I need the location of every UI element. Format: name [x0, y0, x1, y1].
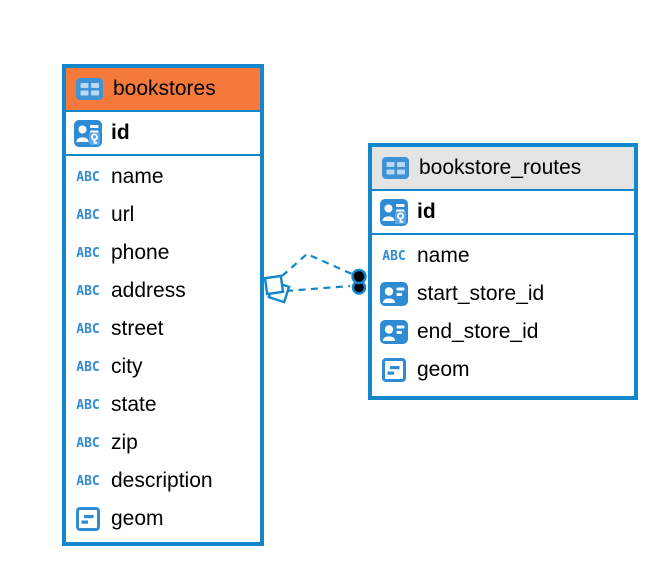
column-name: url: [111, 203, 135, 226]
column-name: street: [111, 317, 164, 340]
geometry-type-icon: [379, 358, 409, 382]
connector-source-symbol: [263, 274, 291, 304]
column-name: id: [111, 121, 130, 144]
text-type-icon: ABC: [76, 169, 100, 185]
text-type-icon: ABC: [382, 248, 406, 264]
column-row[interactable]: ABC address: [66, 272, 260, 310]
column-name: zip: [111, 431, 138, 454]
column-name: city: [111, 355, 143, 378]
table-icon: [380, 157, 410, 179]
column-name: start_store_id: [417, 282, 545, 305]
column-name: name: [111, 165, 164, 188]
column-row[interactable]: ABC description: [66, 462, 260, 500]
column-row[interactable]: id: [372, 191, 634, 235]
table-bookstore-routes[interactable]: bookstore_routes id ABC name: [368, 143, 638, 400]
table-icon: [74, 78, 104, 100]
reference-type-icon: [379, 282, 409, 306]
relationship-line: [281, 252, 353, 277]
table-header[interactable]: bookstores: [66, 68, 260, 112]
text-type-icon: ABC: [76, 397, 100, 413]
column-row[interactable]: id: [66, 112, 260, 156]
column-name: geom: [417, 358, 470, 381]
column-name: name: [417, 244, 470, 267]
column-name: geom: [111, 507, 164, 530]
text-type-icon: ABC: [76, 321, 100, 337]
text-type-icon: ABC: [76, 435, 100, 451]
column-row[interactable]: ABC state: [66, 386, 260, 424]
reference-type-icon: [379, 320, 409, 344]
column-name: description: [111, 469, 213, 492]
text-type-icon: ABC: [76, 283, 100, 299]
text-type-icon: ABC: [76, 207, 100, 223]
column-name: address: [111, 279, 186, 302]
column-row[interactable]: ABC name: [372, 237, 634, 275]
table-header[interactable]: bookstore_routes: [372, 147, 634, 191]
column-row[interactable]: ABC city: [66, 348, 260, 386]
geometry-type-icon: [73, 507, 103, 531]
column-name: end_store_id: [417, 320, 539, 343]
column-row[interactable]: ABC phone: [66, 234, 260, 272]
column-row[interactable]: start_store_id: [372, 275, 634, 313]
primary-key-icon: [73, 119, 103, 147]
primary-key-icon: [379, 198, 409, 226]
column-row[interactable]: ABC zip: [66, 424, 260, 462]
table-name: bookstores: [113, 77, 216, 100]
column-row[interactable]: ABC street: [66, 310, 260, 348]
relationship-line: [285, 284, 351, 293]
table-name: bookstore_routes: [419, 156, 582, 179]
connector-endpoint-circles: [351, 268, 367, 295]
column-name: state: [111, 393, 157, 416]
table-bookstores[interactable]: bookstores id ABC name ABC url: [62, 64, 264, 546]
text-type-icon: ABC: [76, 245, 100, 261]
text-type-icon: ABC: [76, 359, 100, 375]
column-row[interactable]: ABC url: [66, 196, 260, 234]
column-row[interactable]: ABC name: [66, 158, 260, 196]
column-name: id: [417, 200, 436, 223]
text-type-icon: ABC: [76, 473, 100, 489]
column-row[interactable]: geom: [372, 351, 634, 389]
column-row[interactable]: geom: [66, 500, 260, 538]
column-name: phone: [111, 241, 170, 264]
column-row[interactable]: end_store_id: [372, 313, 634, 351]
